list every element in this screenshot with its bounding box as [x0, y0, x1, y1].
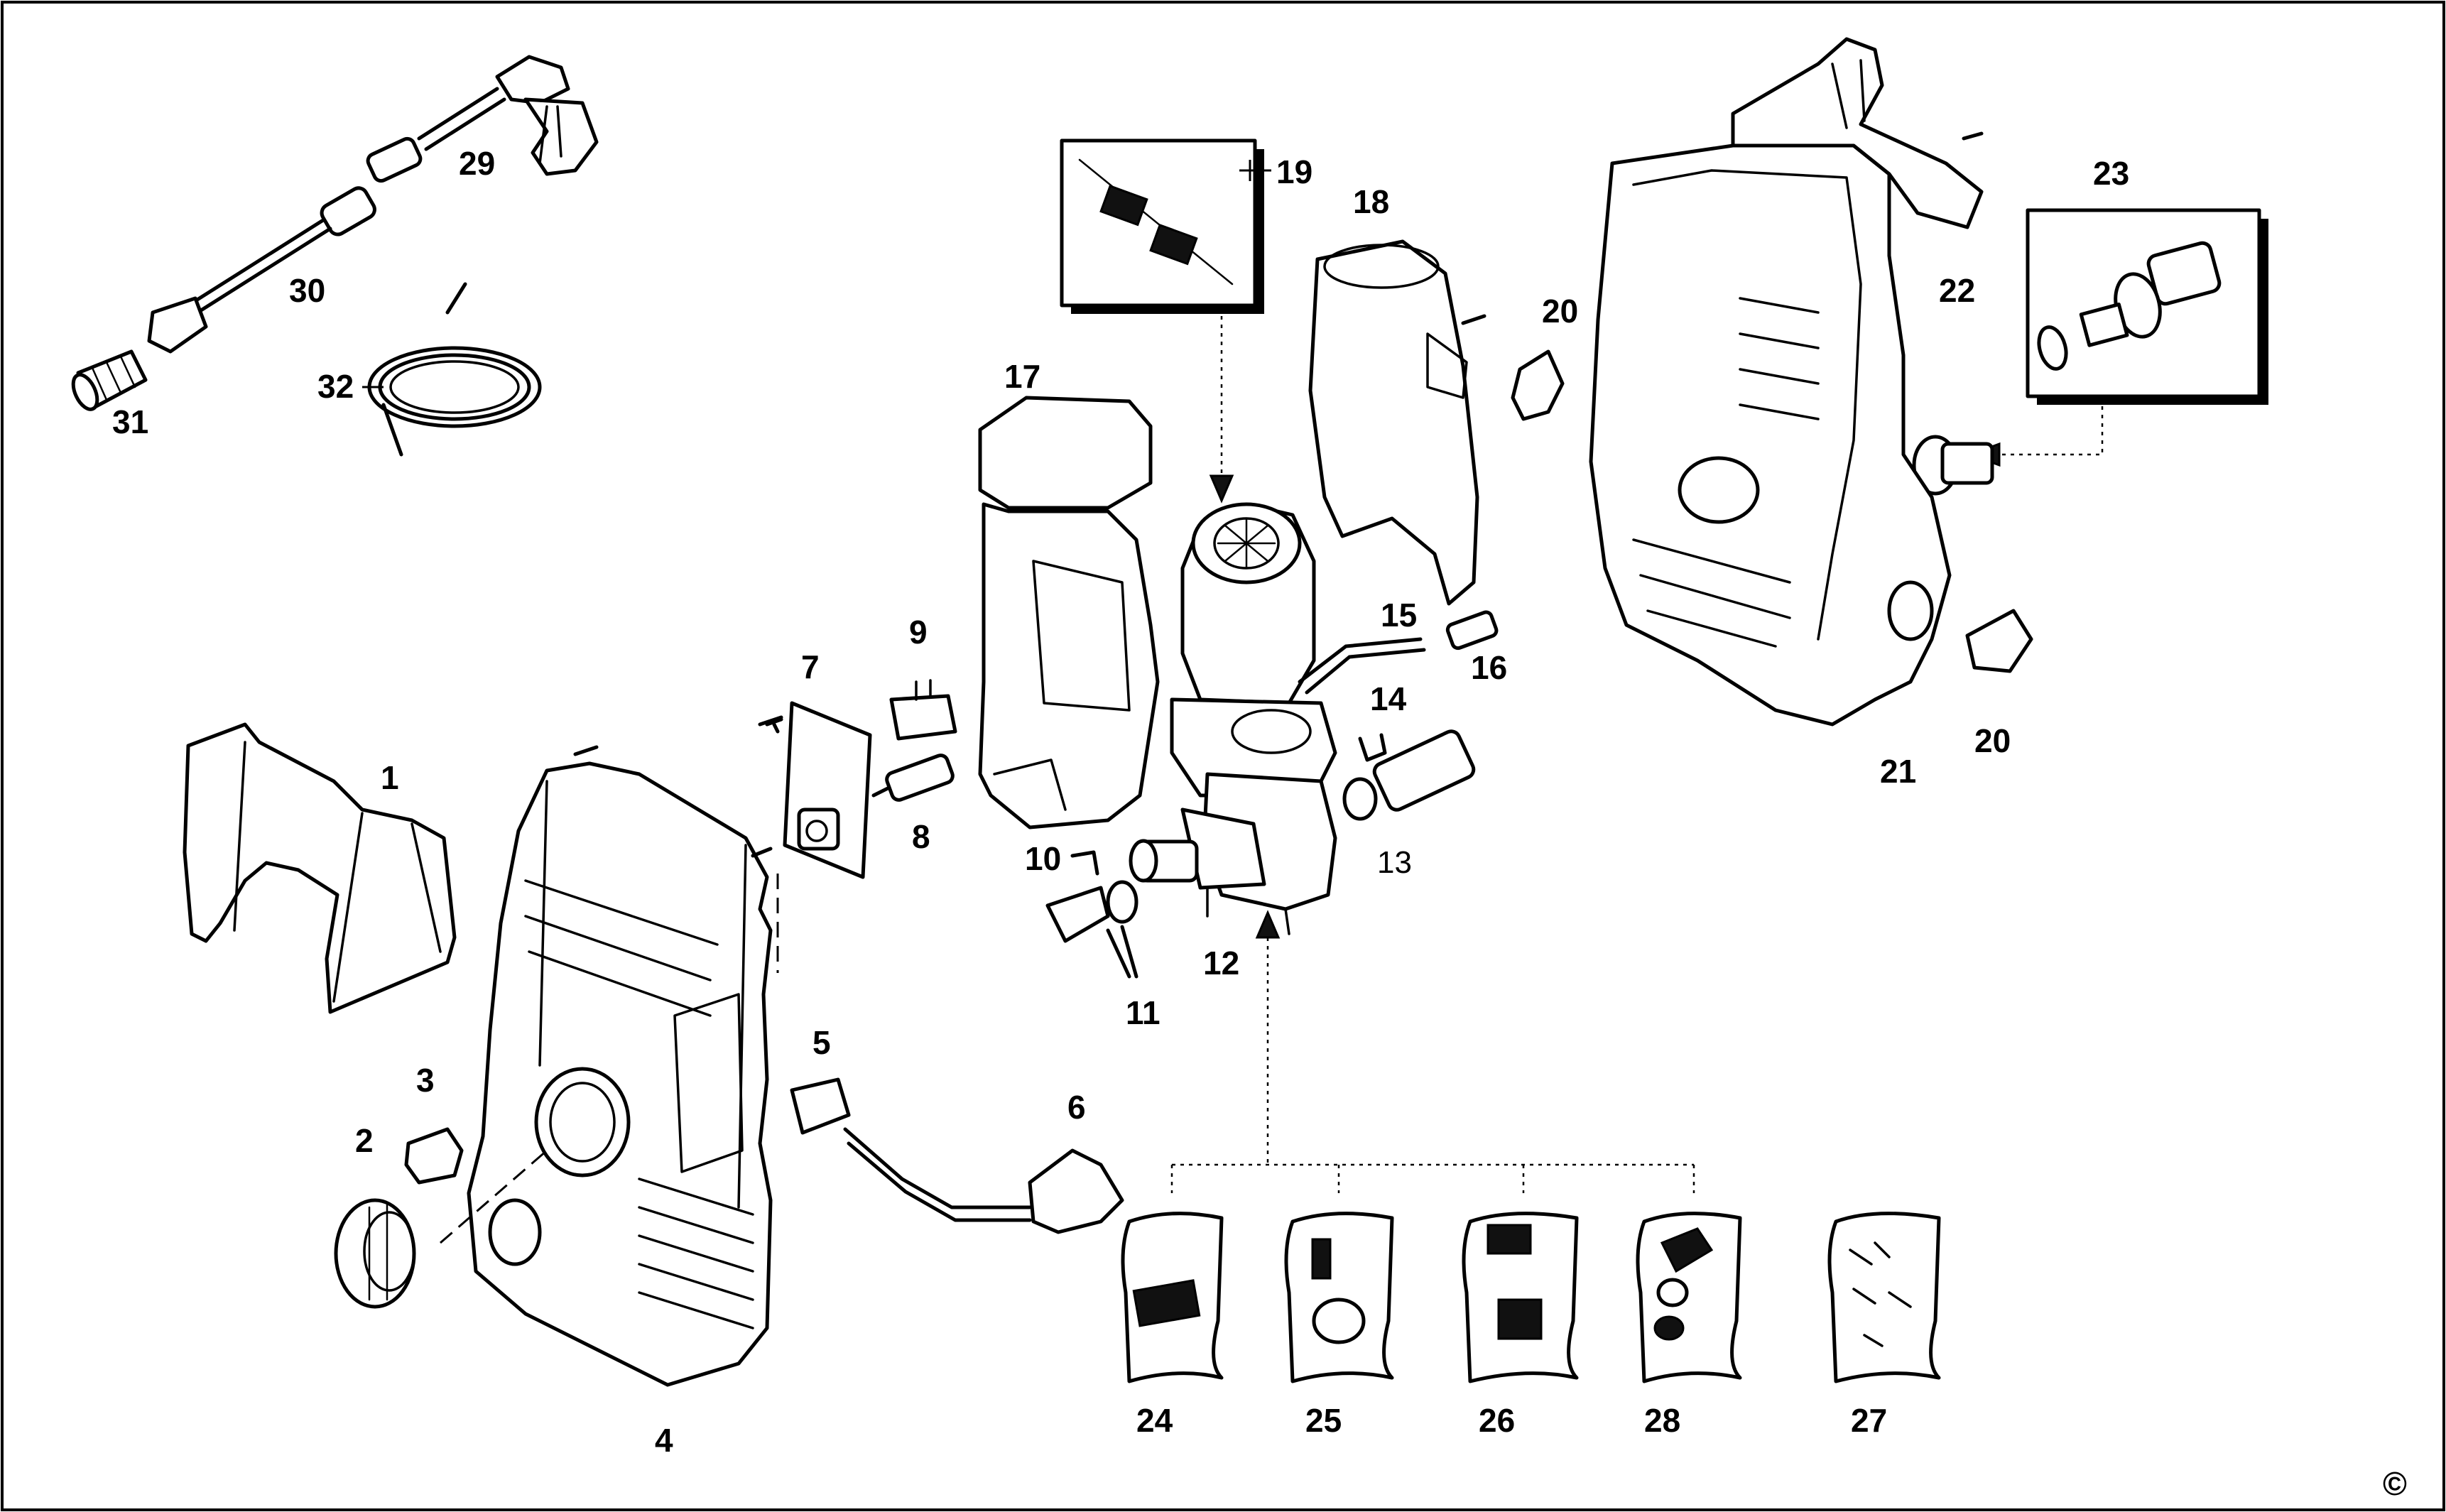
kit-25-bag — [1284, 1212, 1394, 1383]
callout-23: 23 — [2093, 155, 2129, 192]
part-9-switch — [889, 679, 957, 741]
part-15-hose-edge — [1305, 648, 1426, 695]
part-20-clip-upper — [1511, 349, 1565, 421]
callout-21: 21 — [1880, 753, 1916, 790]
callout-labels: 1 2 3 4 5 6 7 8 9 10 11 12 13 14 15 16 1… — [112, 145, 2129, 1459]
part-11-inlet — [1045, 880, 1138, 979]
kit-26-bag — [1462, 1212, 1579, 1383]
callout-7: 7 — [801, 648, 820, 685]
part-17-motor-housing — [978, 396, 1160, 830]
callout-29: 29 — [459, 145, 495, 182]
part-31-nozzle — [71, 349, 148, 411]
part-6-plug — [1028, 1148, 1124, 1234]
part-7-switch-plate — [783, 701, 872, 879]
part-4-front-cover — [467, 761, 773, 1387]
part-20-clip-lower — [1965, 609, 2033, 673]
callout-31: 31 — [112, 403, 148, 440]
callout-26: 26 — [1479, 1402, 1515, 1439]
callout-15: 15 — [1381, 597, 1417, 633]
part-2-knob — [334, 1198, 416, 1309]
callout-27: 27 — [1851, 1402, 1887, 1439]
callout-12: 12 — [1203, 945, 1239, 981]
callout-17: 17 — [1004, 358, 1040, 395]
part-6-cable-edge — [847, 1141, 1032, 1222]
kit-28-bag — [1636, 1212, 1742, 1383]
callout-14: 14 — [1370, 680, 1407, 717]
part-5-clamp — [790, 1077, 851, 1135]
callout-8: 8 — [912, 818, 930, 855]
part-23-inlet-inset — [2026, 208, 2268, 405]
leader-kit-drops — [1170, 1165, 1695, 1193]
callout-4: 4 — [655, 1422, 673, 1459]
screws — [573, 131, 1984, 858]
callout-20-lower: 20 — [1974, 722, 2011, 759]
callout-22: 22 — [1939, 272, 1975, 309]
kit-24-bag — [1121, 1212, 1224, 1383]
part-19-brush-inset — [1060, 138, 1271, 314]
callout-3: 3 — [416, 1062, 435, 1099]
callout-18: 18 — [1353, 183, 1389, 220]
part-21-rear-housing — [1589, 143, 1952, 727]
callout-5: 5 — [812, 1024, 831, 1061]
callout-1: 1 — [381, 759, 399, 796]
part-32-hose-coil — [362, 282, 542, 457]
part-15-hose — [1298, 637, 1423, 684]
part-30-lance — [147, 186, 376, 354]
copyright-mark: © — [2383, 1465, 2407, 1502]
callout-9: 9 — [909, 614, 928, 651]
part-22-carry-handle — [1731, 37, 1984, 229]
arrow-19 — [1209, 474, 1234, 504]
part-14-clip — [1358, 733, 1387, 762]
callout-28: 28 — [1644, 1402, 1680, 1439]
callout-19: 19 — [1276, 153, 1312, 190]
callout-16: 16 — [1471, 649, 1507, 686]
callout-2: 2 — [355, 1122, 374, 1159]
part-12-pump — [1129, 772, 1337, 935]
callout-20-upper: 20 — [1542, 293, 1578, 330]
inlet-fitting — [1912, 435, 1994, 496]
leader-23 — [1989, 398, 2104, 456]
part-1-handle — [183, 722, 457, 1014]
part-29-trigger-gun — [366, 55, 599, 183]
part-18-motor-cover — [1308, 239, 1479, 606]
part-8-capacitor — [871, 754, 955, 802]
part-3-clamp — [404, 1127, 464, 1185]
part-13-outlet — [1342, 729, 1476, 821]
callout-32: 32 — [317, 368, 354, 405]
callout-13: 13 — [1377, 845, 1412, 880]
callout-24: 24 — [1136, 1402, 1173, 1439]
part-6-cable — [843, 1127, 1032, 1209]
callout-11: 11 — [1126, 994, 1161, 1031]
part-16-fitting — [1445, 610, 1499, 651]
callout-25: 25 — [1305, 1402, 1342, 1439]
arrow-12 — [1255, 910, 1281, 939]
callout-10: 10 — [1025, 840, 1061, 877]
part-10-clip — [1070, 850, 1099, 876]
callout-30: 30 — [289, 272, 325, 309]
kit-27-bag — [1827, 1212, 1941, 1383]
callout-6: 6 — [1067, 1089, 1086, 1126]
motor — [1170, 502, 1337, 798]
